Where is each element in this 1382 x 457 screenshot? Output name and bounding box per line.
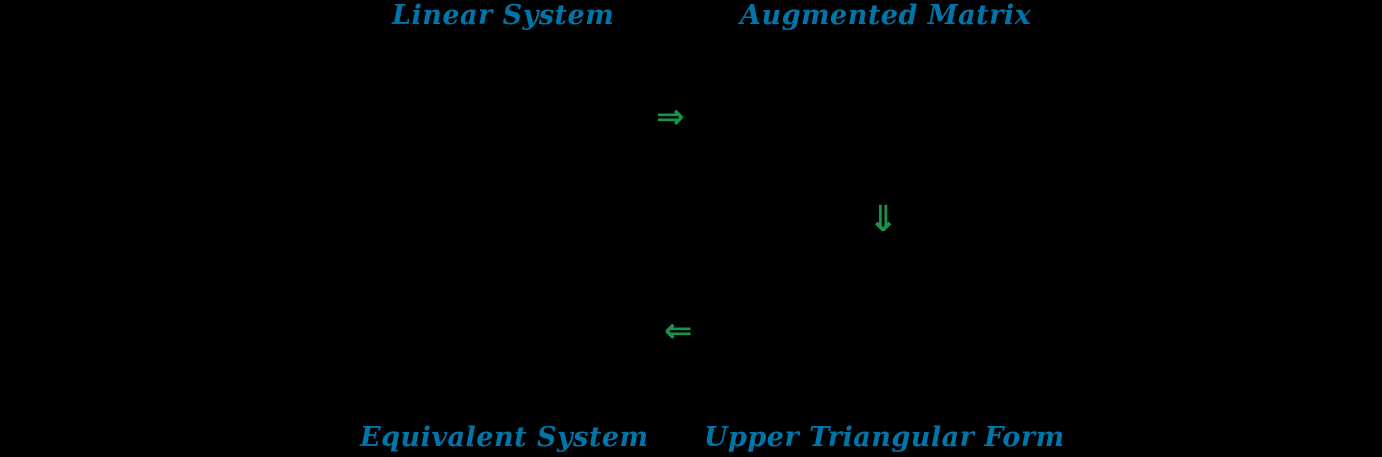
- augmented-matrix-label: Augmented Matrix: [740, 0, 1032, 31]
- equivalent-system-label: Equivalent System: [360, 422, 649, 453]
- linear-system-content-region: [330, 50, 630, 220]
- right-double-arrow-icon: ⇒: [656, 97, 685, 137]
- equivalent-system-content-region: [330, 260, 630, 410]
- augmented-matrix-content-region: [760, 50, 1060, 220]
- down-double-arrow-icon: ⇓: [868, 199, 899, 240]
- upper-triangular-content-region: [760, 260, 1060, 410]
- linear-system-label: Linear System: [392, 0, 615, 31]
- left-double-arrow-icon: ⇐: [664, 311, 693, 351]
- upper-triangular-form-label: Upper Triangular Form: [704, 422, 1065, 453]
